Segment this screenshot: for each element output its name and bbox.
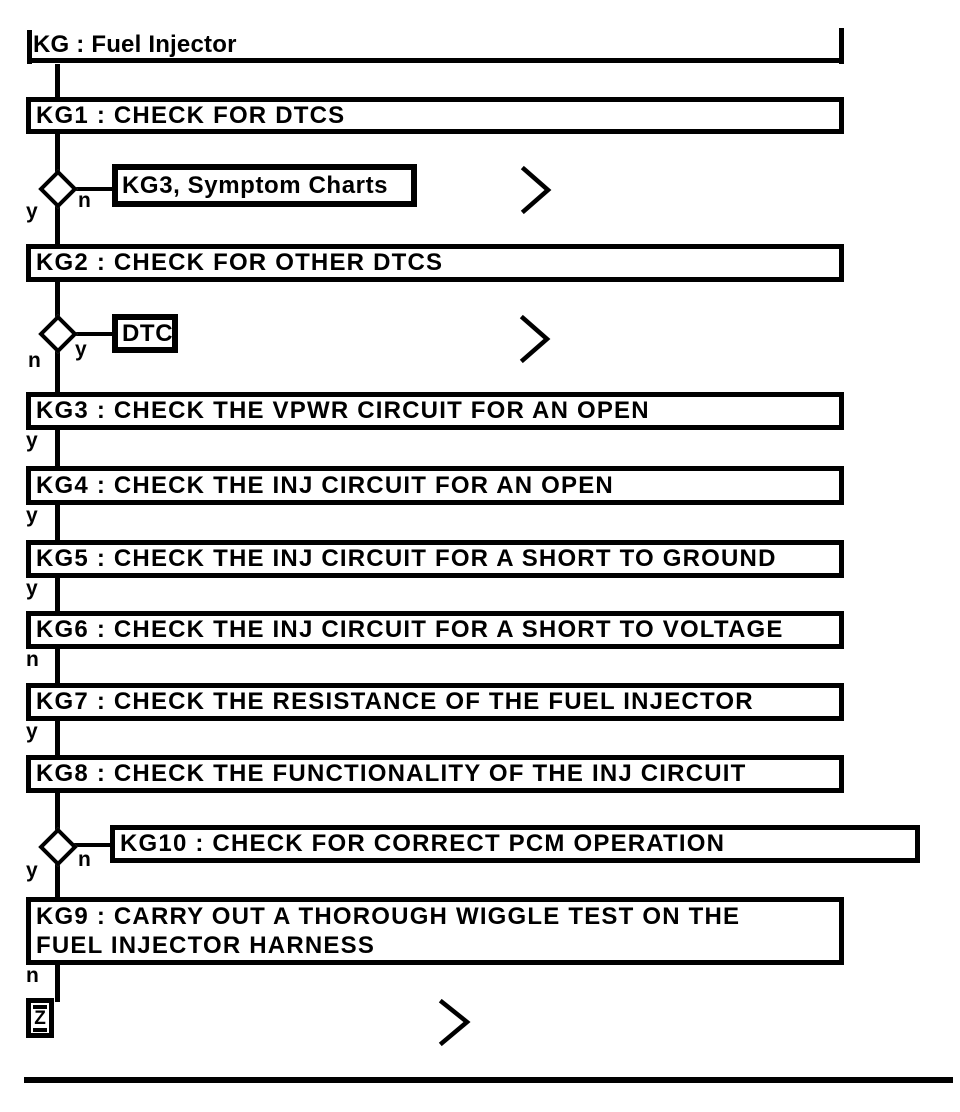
branch-box-dtc[interactable]: DTC <box>112 314 178 353</box>
step-box-kg6[interactable]: KG6 : CHECK THE INJ CIRCUIT FOR A SHORT … <box>26 611 844 649</box>
step-box-kg7[interactable]: KG7 : CHECK THE RESISTANCE OF THE FUEL I… <box>26 683 844 721</box>
step-label-line1: KG9 : CARRY OUT A THOROUGH WIGGLE TEST O… <box>36 903 741 930</box>
exit-label-kg7: y <box>26 720 38 743</box>
step-label: KG5 : CHECK THE INJ CIRCUIT FOR A SHORT … <box>36 545 777 572</box>
step-label: KG1 : CHECK FOR DTCS <box>36 101 346 129</box>
continue-chevron-icon <box>520 165 552 215</box>
decision-diamond-3 <box>38 827 78 867</box>
decision3-left-label: y <box>26 859 38 882</box>
exit-label-kg9: n <box>26 964 39 987</box>
title-left-tick <box>27 30 32 64</box>
decision2-right-label: y <box>75 338 87 361</box>
step-box-kg2[interactable]: KG2 : CHECK FOR OTHER DTCS <box>26 244 844 282</box>
step-label: KG2 : CHECK FOR OTHER DTCS <box>36 249 444 276</box>
connector-box-z[interactable]: Z <box>26 998 54 1038</box>
connector-z-label: Z <box>33 1004 47 1032</box>
decision1-branch-line <box>74 187 114 191</box>
step-label-line2: FUEL INJECTOR HARNESS <box>36 932 376 959</box>
branch-label: DTC <box>122 319 174 347</box>
decision1-left-label: y <box>26 200 38 223</box>
step-label: KG6 : CHECK THE INJ CIRCUIT FOR A SHORT … <box>36 616 784 643</box>
decision3-branch-line <box>74 843 112 847</box>
step-box-kg9[interactable]: KG9 : CARRY OUT A THOROUGH WIGGLE TEST O… <box>26 897 844 965</box>
step-box-kg10[interactable]: KG10 : CHECK FOR CORRECT PCM OPERATION <box>110 825 920 863</box>
branch-label: KG10 : CHECK FOR CORRECT PCM OPERATION <box>120 830 726 857</box>
step-label: KG7 : CHECK THE RESISTANCE OF THE FUEL I… <box>36 688 754 715</box>
step-label: KG8 : CHECK THE FUNCTIONALITY OF THE INJ… <box>36 760 747 787</box>
step-label: KG4 : CHECK THE INJ CIRCUIT FOR AN OPEN <box>36 471 614 499</box>
decision-diamond-1 <box>38 169 78 209</box>
exit-label-kg6: n <box>26 648 39 671</box>
title-underline <box>27 58 844 63</box>
step-box-kg1[interactable]: KG1 : CHECK FOR DTCS <box>26 97 844 134</box>
decision2-branch-line <box>74 332 114 336</box>
step-label: KG3 : CHECK THE VPWR CIRCUIT FOR AN OPEN <box>36 397 650 424</box>
step-box-kg3[interactable]: KG3 : CHECK THE VPWR CIRCUIT FOR AN OPEN <box>26 392 844 430</box>
exit-label-kg4: y <box>26 504 38 527</box>
page-title: KG : Fuel Injector <box>33 31 237 58</box>
title-right-tick <box>839 28 844 64</box>
decision-diamond-2 <box>38 314 78 354</box>
decision1-right-label: n <box>78 189 91 212</box>
exit-label-kg3: y <box>26 429 38 452</box>
bottom-rule <box>24 1077 953 1083</box>
exit-label-kg5: y <box>26 577 38 600</box>
continue-chevron-icon <box>519 314 551 364</box>
continue-chevron-icon <box>438 998 471 1047</box>
branch-label: KG3, Symptom Charts <box>122 171 389 199</box>
decision3-right-label: n <box>78 848 91 871</box>
step-box-kg4[interactable]: KG4 : CHECK THE INJ CIRCUIT FOR AN OPEN <box>26 466 844 505</box>
step-box-kg5[interactable]: KG5 : CHECK THE INJ CIRCUIT FOR A SHORT … <box>26 540 844 578</box>
branch-box-kg3-symptom-charts[interactable]: KG3, Symptom Charts <box>112 164 417 207</box>
decision2-left-label: n <box>28 349 41 372</box>
main-flow-line <box>55 64 60 1002</box>
step-box-kg8[interactable]: KG8 : CHECK THE FUNCTIONALITY OF THE INJ… <box>26 755 844 793</box>
